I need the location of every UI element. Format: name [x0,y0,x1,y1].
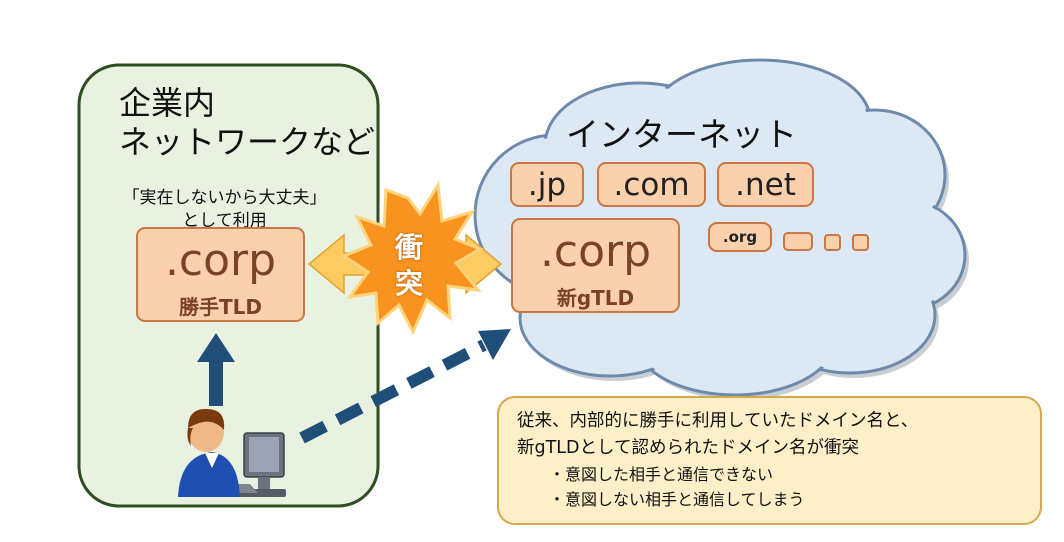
corporate-tld-label: 勝手TLD [179,295,262,319]
user-at-computer-icon [178,408,286,497]
note-bullet-2: ・意図しない相手と通信してしまう [549,490,805,509]
internet-new-tld-label: 新gTLD [556,286,635,310]
corporate-caption-line2: として利用 [182,211,267,231]
tld-box-blank-3 [852,234,869,251]
internet-title: インターネット [566,115,797,154]
corporate-title-line1: 企業内 [119,84,216,122]
tld-box-jp: .jp [510,162,584,207]
tld-net-text: .net [735,166,796,203]
tld-org-text: .org [722,228,758,246]
internet-corp-tld: .corp [539,226,652,277]
internet-corp-tld-box: .corp 新gTLD [511,218,680,313]
tld-box-com: .com [597,162,706,207]
corporate-corp-tld-box: .corp 勝手TLD [136,227,305,322]
corporate-title-line2: ネットワークなど [119,123,376,161]
note-line2: 新gTLDとして認められたドメイン名が衝突 [517,438,859,458]
note-bullet-1: ・意図した相手と通信できない [549,465,774,484]
note-line1: 従来、内部的に勝手に利用していたドメイン名と、 [517,411,919,431]
explanation-note: 従来、内部的に勝手に利用していたドメイン名と、 新gTLDとして認められたドメイ… [497,396,1042,525]
tld-box-org: .org [708,222,772,252]
tld-box-blank-1 [783,232,813,251]
corporate-caption-line1: 「実在しないから大丈夫」 [122,188,327,208]
dashed-arrow-to-internet [299,329,511,444]
clash-starburst [340,180,484,336]
clash-char-2: 突 [395,267,424,300]
clash-char-1: 衝 [395,231,424,264]
up-arrow [197,333,235,406]
tld-com-text: .com [613,166,690,203]
tld-jp-text: .jp [527,166,567,203]
tld-box-net: .net [717,162,814,207]
tld-box-blank-2 [824,234,841,251]
corporate-corp-tld: .corp [164,235,277,286]
